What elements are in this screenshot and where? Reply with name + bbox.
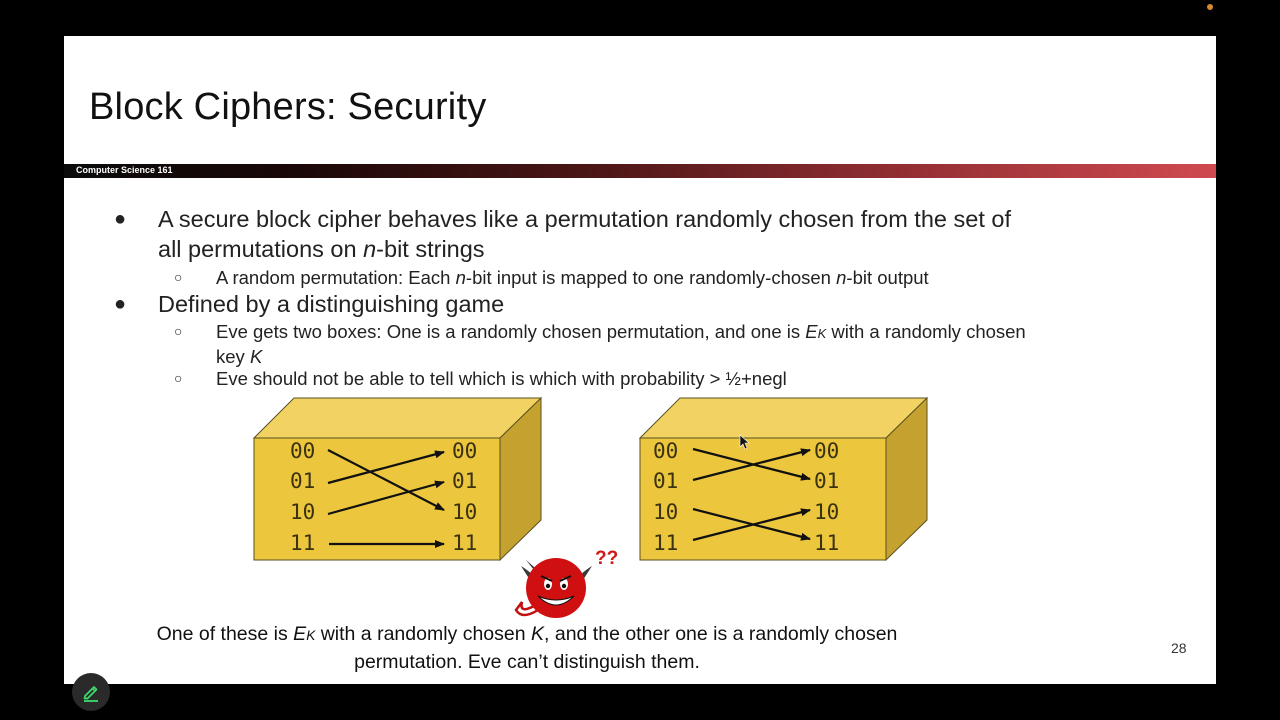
- right-output-01: 01: [814, 469, 839, 493]
- left-output-00: 00: [452, 439, 477, 463]
- eve-devil-icon: [514, 558, 592, 618]
- right-output-11: 11: [814, 531, 839, 555]
- sub-bullet-dot: ○: [174, 269, 183, 285]
- left-input-00: 00: [290, 439, 315, 463]
- slide: Block Ciphers: Security Computer Science…: [64, 36, 1216, 684]
- course-banner: Computer Science 161: [64, 164, 1216, 178]
- sub-bullet-dot: ○: [174, 370, 183, 386]
- bullet-dot: ●: [114, 293, 127, 315]
- sub-bullet-dot: ○: [174, 323, 183, 339]
- bullet-text-line2: all permutations on n-bit strings: [158, 236, 485, 262]
- left-output-10: 10: [452, 500, 477, 524]
- sub-bullet-probability: ○ Eve should not be able to tell which i…: [174, 368, 787, 389]
- sub-bullet-two-boxes: ○ Eve gets two boxes: One is a randomly …: [174, 321, 1026, 367]
- right-permutation-box: 00 01 10 11 00 01 10 11: [638, 396, 929, 562]
- bullet-text: A secure block cipher behaves like a per…: [158, 206, 1011, 232]
- slide-caption: One of these is EK with a randomly chose…: [156, 623, 898, 673]
- right-input-01: 01: [653, 469, 678, 493]
- left-input-10: 10: [290, 500, 315, 524]
- bullet-text: Defined by a distinguishing game: [158, 291, 505, 317]
- left-output-11: 11: [452, 531, 477, 555]
- page-number: 28: [1171, 640, 1187, 656]
- eve-question-marks: ??: [595, 548, 619, 569]
- bullet-distinguishing-game: ● Defined by a distinguishing game: [114, 289, 505, 319]
- mouse-cursor: [739, 434, 750, 450]
- slide-title: Block Ciphers: Security: [89, 86, 487, 128]
- right-input-00: 00: [653, 439, 678, 463]
- course-label: Computer Science 161: [76, 165, 173, 175]
- left-input-11: 11: [290, 531, 315, 555]
- bullet-secure-block-cipher: ● A secure block cipher behaves like a p…: [114, 204, 1011, 264]
- left-permutation-box: 00 01 10 11 00 01 10 11: [252, 396, 543, 562]
- right-input-10: 10: [653, 500, 678, 524]
- permutation-diagram: 00 01 10 11 00 01 10 11 00: [252, 396, 929, 618]
- right-input-11: 11: [653, 531, 678, 555]
- recording-indicator: [1207, 4, 1213, 10]
- left-input-01: 01: [290, 469, 315, 493]
- left-output-01: 01: [452, 469, 477, 493]
- bullet-dot: ●: [114, 208, 127, 230]
- sub-bullet-random-permutation: ○ A random permutation: Each n-bit input…: [174, 267, 929, 288]
- annotate-edit-button[interactable]: [72, 673, 110, 711]
- right-output-00: 00: [814, 439, 839, 463]
- pencil-icon: [83, 686, 98, 702]
- right-output-10: 10: [814, 500, 839, 524]
